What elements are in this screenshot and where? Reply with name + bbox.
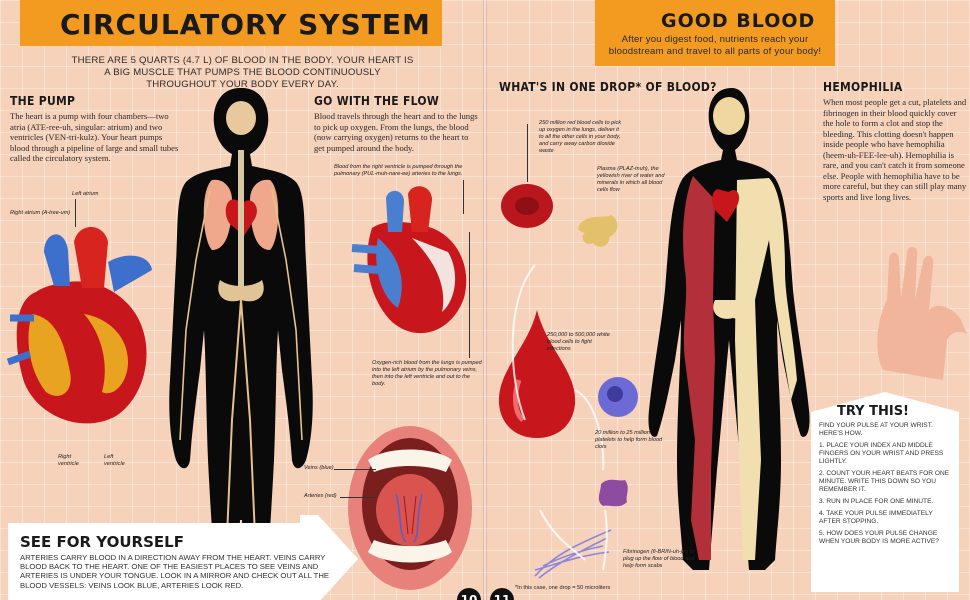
see-for-yourself-box: [8, 523, 312, 600]
plasma-blob: [578, 215, 618, 247]
right-page: GOOD BLOOD After you digest food, nutrie…: [485, 0, 970, 600]
flow-bottom-label: Oxygen-rich blood from the lungs is pump…: [372, 360, 482, 387]
try-step: 5. HOW DOES YOUR PULSE CHANGE WHEN YOUR …: [819, 530, 939, 545]
mouth-illustration: [348, 426, 472, 590]
page-title: CIRCULATORY SYSTEM: [60, 8, 431, 41]
flow-top-line: [463, 180, 464, 214]
try-step: FIND YOUR PULSE AT YOUR WRIST. HERE'S HO…: [819, 422, 933, 437]
flow-text: Blood travels through the heart and to t…: [314, 111, 478, 153]
left-page: CIRCULATORY SYSTEM THERE ARE 5 QUARTS (4…: [0, 0, 485, 600]
arteries-line: [340, 497, 376, 498]
fibrinogen-strands: [534, 529, 612, 579]
intro-text: THERE ARE 5 QUARTS (4.7 L) OF BLOOD IN T…: [71, 55, 414, 90]
try-this-box: [811, 392, 959, 592]
page-number-left: 10: [457, 588, 481, 600]
left-ventricle-label: Left ventricle: [104, 454, 125, 467]
title-banner-right: [595, 0, 835, 66]
hemophilia-heading: HEMOPHILIA: [823, 80, 903, 94]
see-for-yourself-title: SEE FOR YOURSELF: [20, 533, 184, 551]
flow-bottom-line: [469, 232, 470, 358]
book-spine: [483, 0, 487, 600]
page-title-right: GOOD BLOOD: [661, 10, 816, 32]
heart-illustration: [6, 227, 152, 424]
veins-line: [334, 469, 376, 470]
hand-illustration: [877, 246, 967, 380]
platelets-label: 20 million to 25 million platelets to he…: [595, 430, 663, 450]
flow-heart-diagram: [351, 186, 467, 334]
intro-text-right: After you digest food, nutrients reach y…: [608, 34, 822, 57]
left-atrium-label: Left atrium: [72, 191, 99, 197]
try-step: 4. TAKE YOUR PULSE IMMEDIATELY AFTER STO…: [819, 510, 933, 525]
red-cells-line: [527, 124, 528, 182]
pump-text: The heart is a pump with four chambers—t…: [10, 111, 179, 163]
plasma-label: Plasma (PLAZ-muh), the yellowish river o…: [597, 166, 665, 193]
red-blood-cell: [501, 184, 553, 228]
fibrinogen-label: Fibrinogen (fi-BRIN-uh-jin) to plug up t…: [623, 549, 695, 569]
blood-drop: [498, 310, 576, 438]
page-number-right: 11: [490, 588, 514, 600]
try-this-title: TRY THIS!: [837, 404, 909, 419]
try-this-list: FIND YOUR PULSE AT YOUR WRIST. HERE'S HO…: [819, 422, 951, 546]
drop-heading: WHAT'S IN ONE DROP* OF BLOOD?: [499, 80, 717, 94]
hemophilia-text: When most people get a cut, platelets an…: [823, 97, 967, 202]
platelet: [598, 479, 628, 507]
red-cells-label: 250 million red blood cells to pick up o…: [539, 120, 622, 154]
flow-top-label: Blood from the right ventricle is pumped…: [334, 164, 463, 177]
see-for-yourself-text: ARTERIES CARRY BLOOD IN A DIRECTION AWAY…: [20, 553, 329, 590]
cycle-arrows: [511, 264, 608, 571]
title-banner: [20, 0, 442, 46]
veins-label: Veins (blue): [304, 465, 334, 471]
try-step: 2. COUNT YOUR HEART BEATS FOR ONE MINUTE…: [819, 470, 950, 493]
try-step: 1. PLACE YOUR INDEX AND MIDDLE FINGERS O…: [819, 442, 944, 465]
right-atrium-label: Right atrium (A-tree-um): [10, 210, 71, 216]
arteries-label: Arteries (red): [304, 493, 337, 499]
left-atrium-line: [75, 199, 76, 227]
white-blood-cell: [598, 377, 638, 417]
flow-heading: GO WITH THE FLOW: [314, 94, 440, 108]
right-ventricle-label: Right ventricle: [58, 454, 79, 467]
skeleton-body: [648, 88, 810, 570]
white-cells-label: 250,000 to 500,000 white blood cells to …: [547, 332, 610, 352]
body-silhouette: [169, 88, 313, 575]
pump-heading: THE PUMP: [10, 94, 76, 108]
try-step: 3. RUN IN PLACE FOR ONE MINUTE.: [819, 498, 934, 505]
see-box-arrow: [300, 515, 358, 600]
footnote: *In this case, one drop = 50 microliters: [515, 585, 611, 591]
